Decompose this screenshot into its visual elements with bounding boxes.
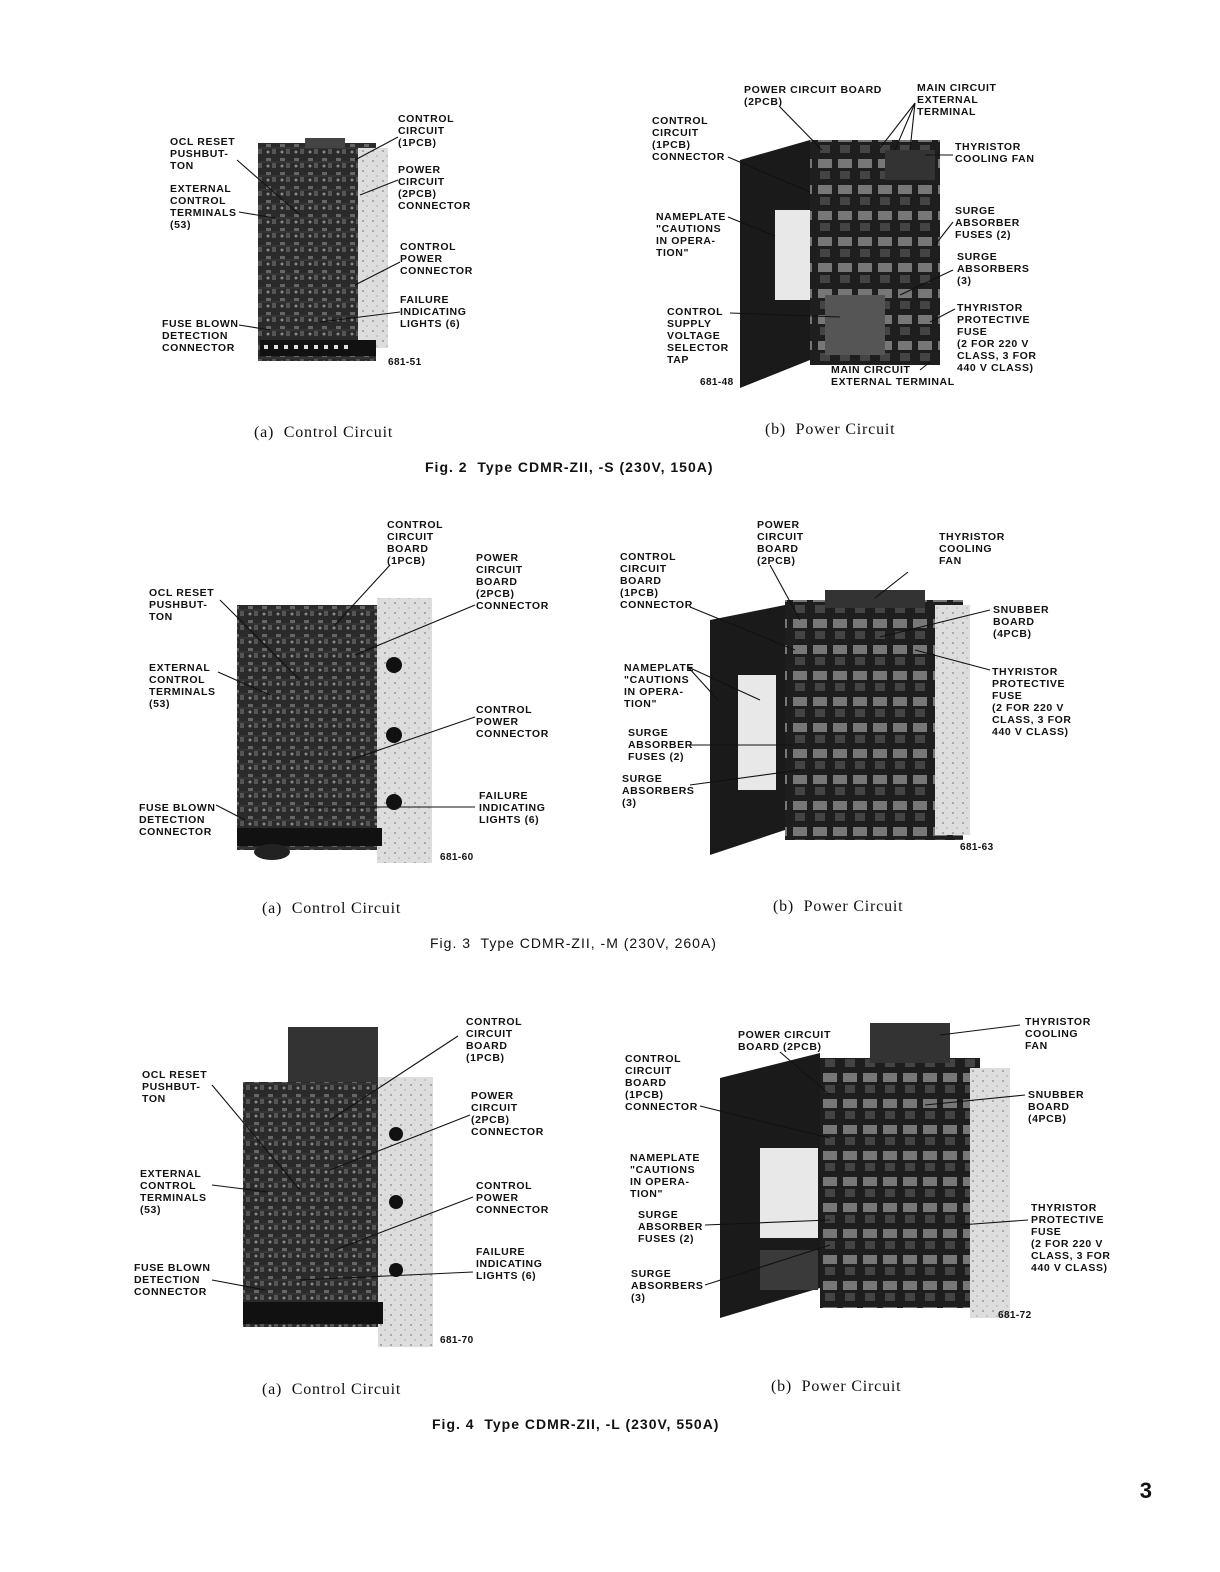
fig2b-power-board-label: POWER CIRCUIT BOARD (2PCB)	[744, 84, 882, 108]
fig4a-photo-number: 681-70	[440, 1335, 474, 1346]
fig2b-surge-absorbers-label: SURGE ABSORBERS (3)	[957, 251, 1030, 287]
fig2a-ocl-reset-label: OCL RESET PUSHBUT- TON	[170, 136, 236, 172]
fig2b-nameplate-label: NAMEPLATE "CAUTIONS IN OPERA- TION"	[656, 211, 726, 259]
fig4a-caption: (a) Control Circuit	[262, 1381, 402, 1398]
fig3b-snubber-label: SNUBBER BOARD (4PCB)	[993, 604, 1050, 640]
page-number: 3	[1139, 1478, 1152, 1503]
fig4a-power-board-label: POWER CIRCUIT (2PCB) CONNECTOR	[471, 1090, 544, 1138]
fig3a-failure-lights-label: FAILURE INDICATING LIGHTS (6)	[479, 790, 546, 826]
fig2a-fuse-blown-label: FUSE BLOWN DETECTION CONNECTOR	[162, 318, 239, 354]
fig2a-external-terminals-label: EXTERNAL CONTROL TERMINALS (53)	[170, 183, 237, 231]
fig3a-power-board-label: POWER CIRCUIT BOARD (2PCB) CONNECTOR	[476, 552, 549, 612]
fig2b-surge-fuses-label: SURGE ABSORBER FUSES (2)	[955, 205, 1020, 241]
fig2b-main-terminal-bottom-label: MAIN CIRCUIT EXTERNAL TERMINAL	[831, 364, 955, 388]
fig2b-photo	[740, 140, 940, 388]
fig4a-external-terminals-label: EXTERNAL CONTROL TERMINALS (53)	[140, 1168, 207, 1216]
fig3b-nameplate-label: NAMEPLATE "CAUTIONS IN OPERA- TION"	[624, 662, 694, 710]
fig3b-cooling-fan-label: THYRISTOR COOLING FAN	[939, 531, 1005, 567]
fig4a-photo	[243, 1027, 433, 1347]
fig4a-failure-lights-label: FAILURE INDICATING LIGHTS (6)	[476, 1246, 543, 1282]
fig4b-snubber-label: SNUBBER BOARD (4PCB)	[1028, 1089, 1085, 1125]
fig3b-caption: (b) Power Circuit	[773, 898, 904, 915]
fig3a-ocl-reset-label: OCL RESET PUSHBUT- TON	[149, 587, 215, 623]
fig3a-photo	[237, 598, 432, 863]
fig3a-control-board-label: CONTROL CIRCUIT BOARD (1PCB)	[387, 519, 444, 567]
fig2a-caption: (a) Control Circuit	[254, 424, 394, 441]
fig4b-surge-fuses-label: SURGE ABSORBER FUSES (2)	[638, 1209, 703, 1245]
fig4a-control-power-label: CONTROL POWER CONNECTOR	[476, 1180, 549, 1216]
fig2a-control-power-label: CONTROL POWER CONNECTOR	[400, 241, 473, 277]
fig2-caption: Fig. 2 Type CDMR-ZII, -S (230V, 150A)	[425, 459, 714, 475]
fig2b-photo-number: 681-48	[700, 377, 734, 388]
fig3b-surge-absorbers-label: SURGE ABSORBERS (3)	[622, 773, 695, 809]
fig3a-caption: (a) Control Circuit	[262, 900, 402, 917]
fig4b-cooling-fan-label: THYRISTOR COOLING FAN	[1025, 1016, 1091, 1052]
fig3b-protective-fuse-label: THYRISTOR PROTECTIVE FUSE (2 FOR 220 V C…	[992, 666, 1072, 738]
fig2b-main-terminal-top-label: MAIN CIRCUIT EXTERNAL TERMINAL	[917, 82, 997, 118]
fig3-caption: Fig. 3 Type CDMR-ZII, -M (230V, 260A)	[430, 935, 717, 951]
fig3b-photo	[710, 590, 970, 855]
fig4b-control-connector-label: CONTROL CIRCUIT BOARD (1PCB) CONNECTOR	[625, 1053, 698, 1113]
fig3a-control-power-label: CONTROL POWER CONNECTOR	[476, 704, 549, 740]
fig4a-fuse-blown-label: FUSE BLOWN DETECTION CONNECTOR	[134, 1262, 211, 1298]
fig4b-surge-absorbers-label: SURGE ABSORBERS (3)	[631, 1268, 704, 1304]
fig3a-external-terminals-label: EXTERNAL CONTROL TERMINALS (53)	[149, 662, 216, 710]
fig2a-photo	[258, 138, 388, 361]
fig3b-photo-number: 681-63	[960, 842, 994, 853]
fig2b-control-connector-label: CONTROL CIRCUIT (1PCB) CONNECTOR	[652, 115, 725, 163]
fig2a-failure-lights-label: FAILURE INDICATING LIGHTS (6)	[400, 294, 467, 330]
fig4b-nameplate-label: NAMEPLATE "CAUTIONS IN OPERA- TION"	[630, 1152, 700, 1200]
fig2b-control-supply-label: CONTROL SUPPLY VOLTAGE SELECTOR TAP	[667, 306, 729, 366]
fig3b-surge-fuses-label: SURGE ABSORBER FUSES (2)	[628, 727, 693, 763]
fig2a-power-circuit-label: POWER CIRCUIT (2PCB) CONNECTOR	[398, 164, 471, 212]
fig4-caption: Fig. 4 Type CDMR-ZII, -L (230V, 550A)	[432, 1416, 720, 1432]
fig3a-fuse-blown-label: FUSE BLOWN DETECTION CONNECTOR	[139, 802, 216, 838]
fig4b-caption: (b) Power Circuit	[771, 1378, 902, 1395]
fig4b-photo-number: 681-72	[998, 1310, 1032, 1321]
fig4b-power-board-label: POWER CIRCUIT BOARD (2PCB)	[738, 1029, 831, 1053]
fig2a-control-circuit-label: CONTROL CIRCUIT (1PCB)	[398, 113, 455, 149]
fig3b-control-connector-label: CONTROL CIRCUIT BOARD (1PCB) CONNECTOR	[620, 551, 693, 611]
fig2b-caption: (b) Power Circuit	[765, 421, 896, 438]
fig4a-control-board-label: CONTROL CIRCUIT BOARD (1PCB)	[466, 1016, 523, 1064]
fig3a-photo-number: 681-60	[440, 852, 474, 863]
fig4b-protective-fuse-label: THYRISTOR PROTECTIVE FUSE (2 FOR 220 V C…	[1031, 1202, 1111, 1274]
fig2b-cooling-fan-label: THYRISTOR COOLING FAN	[955, 141, 1035, 165]
fig4b-photo	[720, 1023, 1010, 1318]
fig3b-power-board-label: POWER CIRCUIT BOARD (2PCB)	[757, 519, 804, 567]
fig2a-photo-number: 681-51	[388, 357, 422, 368]
fig2b-protective-fuse-label: THYRISTOR PROTECTIVE FUSE (2 FOR 220 V C…	[957, 302, 1037, 374]
fig4a-ocl-reset-label: OCL RESET PUSHBUT- TON	[142, 1069, 208, 1105]
